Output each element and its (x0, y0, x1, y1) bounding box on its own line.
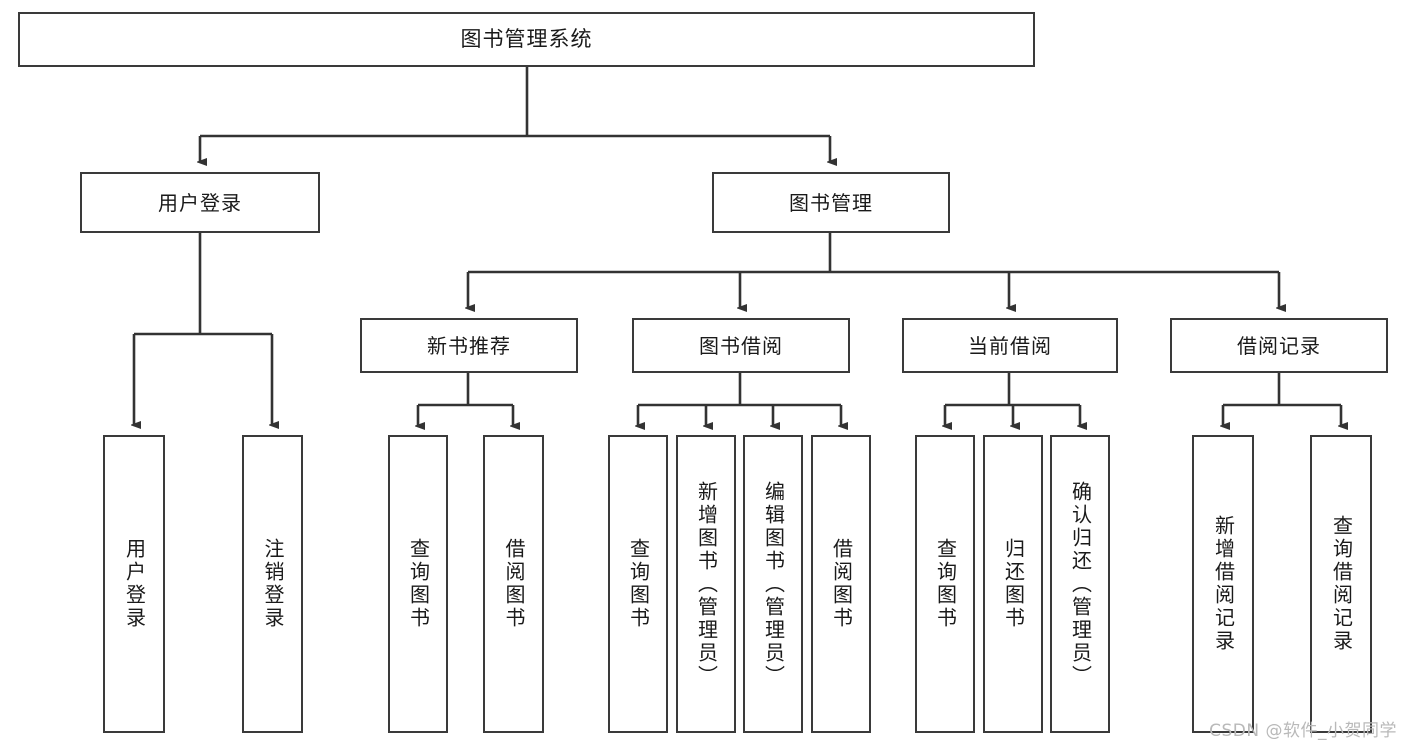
node-leaf-confirm-return-label: 确认归还（管理员） (1068, 480, 1093, 688)
node-leaf-add-record-label: 新增借阅记录 (1211, 515, 1236, 653)
node-book-manage[interactable]: 图书管理 (712, 172, 950, 233)
node-leaf-query-book-1-label: 查询图书 (406, 538, 431, 630)
node-leaf-query-book-2[interactable]: 查询图书 (608, 435, 668, 733)
node-leaf-query-record-label: 查询借阅记录 (1329, 515, 1354, 653)
node-new-book-rec-label: 新书推荐 (427, 333, 511, 358)
node-leaf-add-book-label: 新增图书（管理员） (694, 480, 719, 688)
node-book-borrow-label: 图书借阅 (699, 333, 783, 358)
node-leaf-query-book-1[interactable]: 查询图书 (388, 435, 448, 733)
node-leaf-add-record[interactable]: 新增借阅记录 (1192, 435, 1254, 733)
node-leaf-user-login-label: 用户登录 (122, 538, 147, 630)
node-book-borrow[interactable]: 图书借阅 (632, 318, 850, 373)
node-leaf-borrow-book-2-label: 借阅图书 (829, 538, 854, 630)
node-leaf-borrow-book-1[interactable]: 借阅图书 (483, 435, 544, 733)
node-user-login[interactable]: 用户登录 (80, 172, 320, 233)
csdn-watermark: CSDN @软件_小贺同学 (1209, 721, 1397, 741)
node-leaf-return-book[interactable]: 归还图书 (983, 435, 1043, 733)
node-borrow-record-label: 借阅记录 (1237, 333, 1321, 358)
node-leaf-query-record[interactable]: 查询借阅记录 (1310, 435, 1372, 733)
node-new-book-rec[interactable]: 新书推荐 (360, 318, 578, 373)
node-leaf-user-login[interactable]: 用户登录 (103, 435, 165, 733)
node-current-borrow[interactable]: 当前借阅 (902, 318, 1118, 373)
node-current-borrow-label: 当前借阅 (968, 333, 1052, 358)
node-borrow-record[interactable]: 借阅记录 (1170, 318, 1388, 373)
node-book-manage-label: 图书管理 (789, 190, 873, 215)
node-root-label: 图书管理系统 (460, 26, 593, 51)
node-user-login-label: 用户登录 (158, 190, 242, 215)
node-leaf-query-book-3-label: 查询图书 (933, 538, 958, 630)
node-leaf-query-book-3[interactable]: 查询图书 (915, 435, 975, 733)
node-leaf-borrow-book-1-label: 借阅图书 (502, 538, 526, 630)
node-leaf-return-book-label: 归还图书 (1001, 538, 1026, 630)
node-leaf-edit-book-label: 编辑图书（管理员） (761, 480, 786, 688)
node-leaf-edit-book[interactable]: 编辑图书（管理员） (743, 435, 803, 733)
node-leaf-borrow-book-2[interactable]: 借阅图书 (811, 435, 871, 733)
node-leaf-user-logout-label: 注销登录 (261, 538, 285, 630)
node-leaf-confirm-return[interactable]: 确认归还（管理员） (1050, 435, 1110, 733)
node-leaf-add-book[interactable]: 新增图书（管理员） (676, 435, 736, 733)
node-leaf-query-book-2-label: 查询图书 (626, 538, 651, 630)
node-root[interactable]: 图书管理系统 (18, 12, 1035, 67)
node-leaf-user-logout[interactable]: 注销登录 (242, 435, 303, 733)
